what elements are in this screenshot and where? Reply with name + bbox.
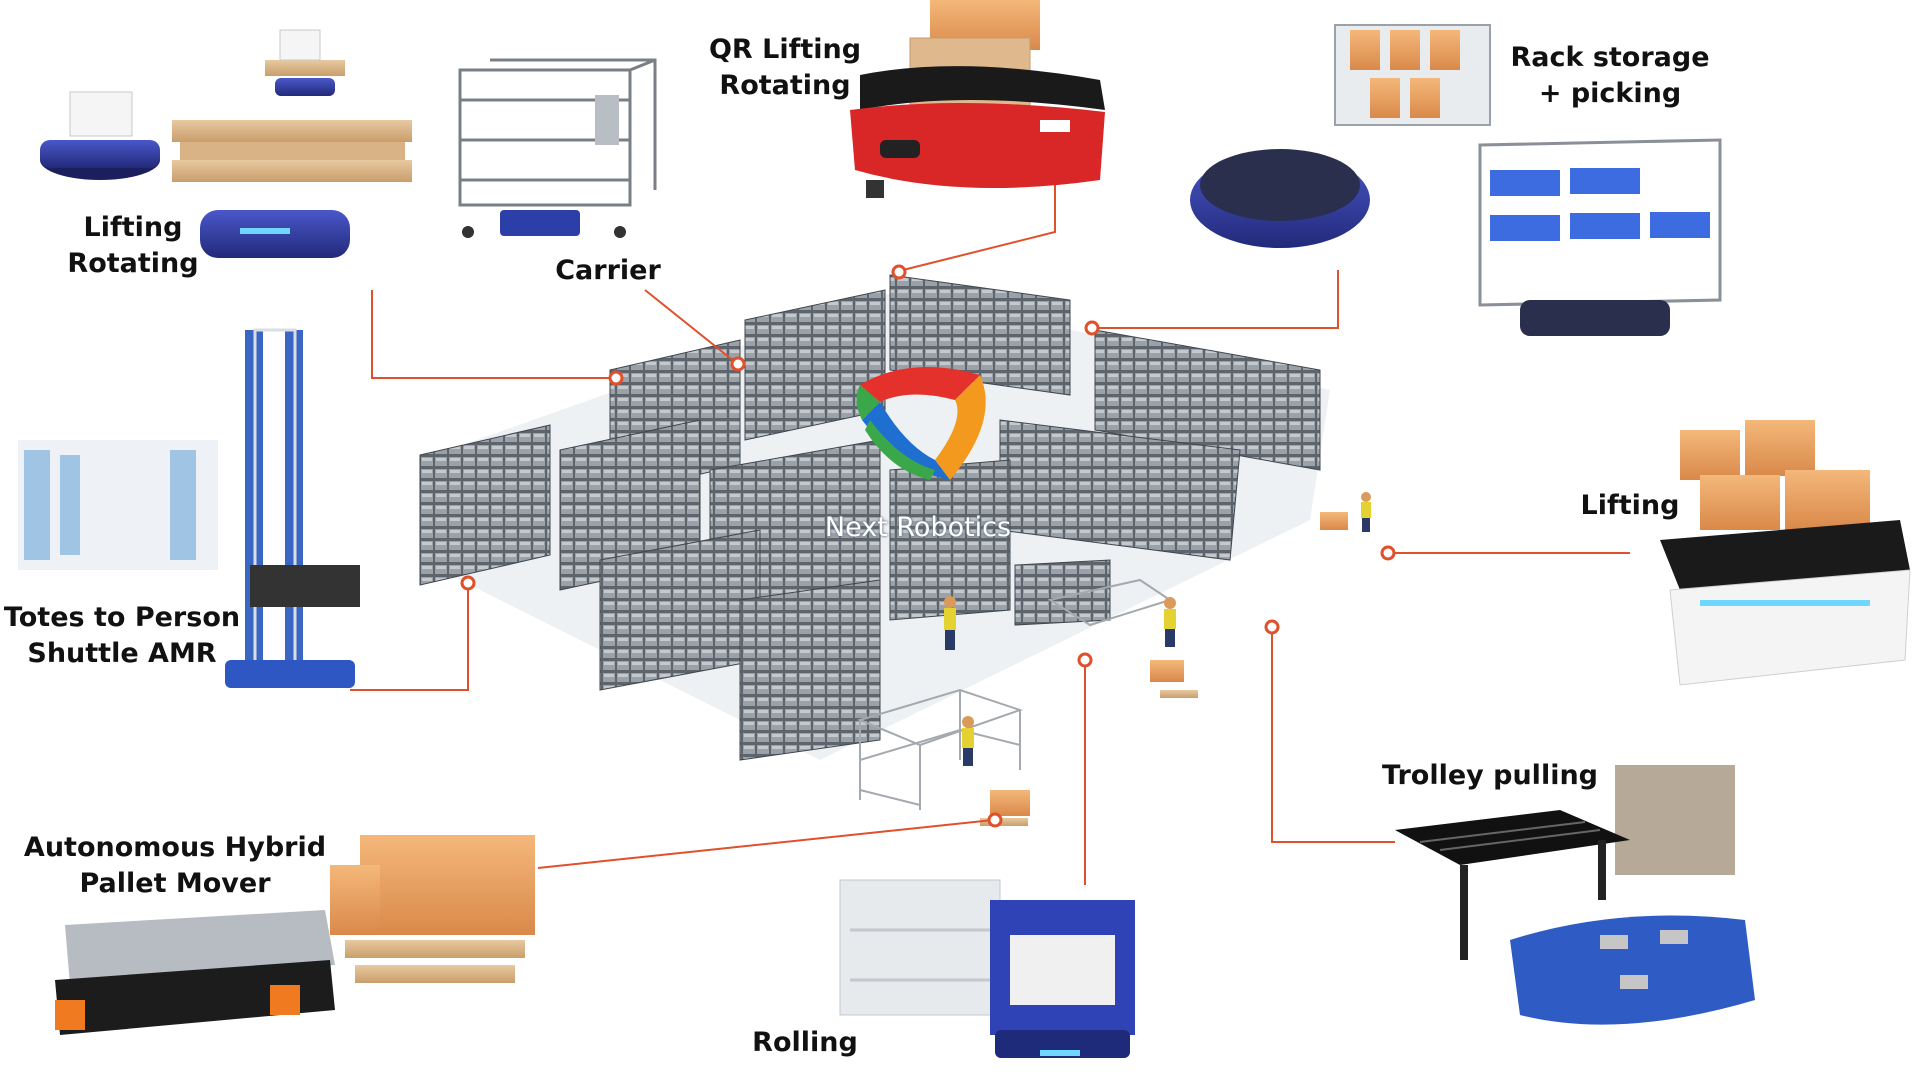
connector-qr-lifting — [894, 170, 1056, 273]
lifting-rotating-robots — [40, 29, 412, 258]
node-carrier — [730, 356, 746, 372]
brand-name: Next Robotics — [824, 512, 1012, 543]
connector-lifting-rotating — [371, 290, 612, 379]
label-line: Rotating — [67, 248, 199, 279]
connector-trolley-pulling — [1271, 627, 1395, 843]
label-line: Lifting — [83, 212, 183, 243]
node-qr-lifting — [891, 264, 907, 280]
lifting-robot — [1660, 420, 1911, 686]
trolley-pulling-robot — [1395, 765, 1755, 1025]
label-line: Carrier — [555, 255, 661, 286]
node-rack-storage — [1084, 320, 1100, 336]
label-rolling: Rolling — [740, 1025, 870, 1061]
node-lifting-rotating — [608, 370, 624, 386]
rolling-robot — [839, 879, 1135, 1058]
label-line: Rotating — [719, 70, 851, 101]
label-lifting-rotating: Lifting Rotating — [58, 210, 208, 282]
label-qr-lifting-rotating: QR Lifting Rotating — [700, 32, 870, 104]
label-totes-to-person: Totes to Person Shuttle AMR — [2, 600, 242, 672]
label-rack-storage-picking: Rack storage + picking — [1510, 40, 1710, 112]
label-line: Lifting — [1580, 490, 1680, 521]
connector-nodes — [460, 264, 1396, 828]
label-line: Trolley pulling — [1382, 760, 1598, 791]
label-line: Rack storage — [1510, 42, 1710, 73]
label-hybrid-pallet-mover: Autonomous Hybrid Pallet Mover — [20, 830, 330, 902]
node-totes-to-person — [460, 575, 476, 591]
node-rolling — [1077, 652, 1093, 668]
carrier-cart — [458, 58, 657, 238]
label-lifting: Lifting — [1570, 488, 1690, 524]
label-line: Pallet Mover — [79, 868, 271, 899]
label-line: + picking — [1538, 78, 1682, 109]
label-line: Shuttle AMR — [27, 638, 217, 669]
storage-racks — [419, 274, 1321, 761]
connector-lines — [350, 170, 1630, 885]
label-line: Rolling — [752, 1027, 858, 1058]
node-trolley-pulling — [1264, 619, 1280, 635]
connector-totes-to-person — [350, 583, 469, 691]
qr-lifting-robot — [850, 0, 1105, 198]
label-line: QR Lifting — [708, 34, 862, 65]
connector-carrier — [644, 289, 736, 363]
node-hybrid-pallet — [987, 812, 1003, 828]
hybrid-pallet-mover — [55, 835, 535, 1035]
totes-to-person-shuttle — [18, 328, 360, 688]
warehouse-illustration — [419, 274, 1371, 826]
label-carrier: Carrier — [548, 253, 668, 289]
next-robotics-logo — [856, 367, 986, 480]
connector-rack-storage — [1092, 270, 1339, 329]
boxes-on-floor — [980, 512, 1348, 826]
rack-storage-robot — [1190, 24, 1722, 336]
label-line: Totes to Person — [3, 602, 241, 633]
connector-hybrid-pallet — [537, 819, 994, 869]
workers — [944, 492, 1371, 766]
node-lifting — [1380, 545, 1396, 561]
label-trolley-pulling: Trolley pulling — [1370, 758, 1610, 794]
label-line: Autonomous Hybrid — [23, 832, 327, 863]
